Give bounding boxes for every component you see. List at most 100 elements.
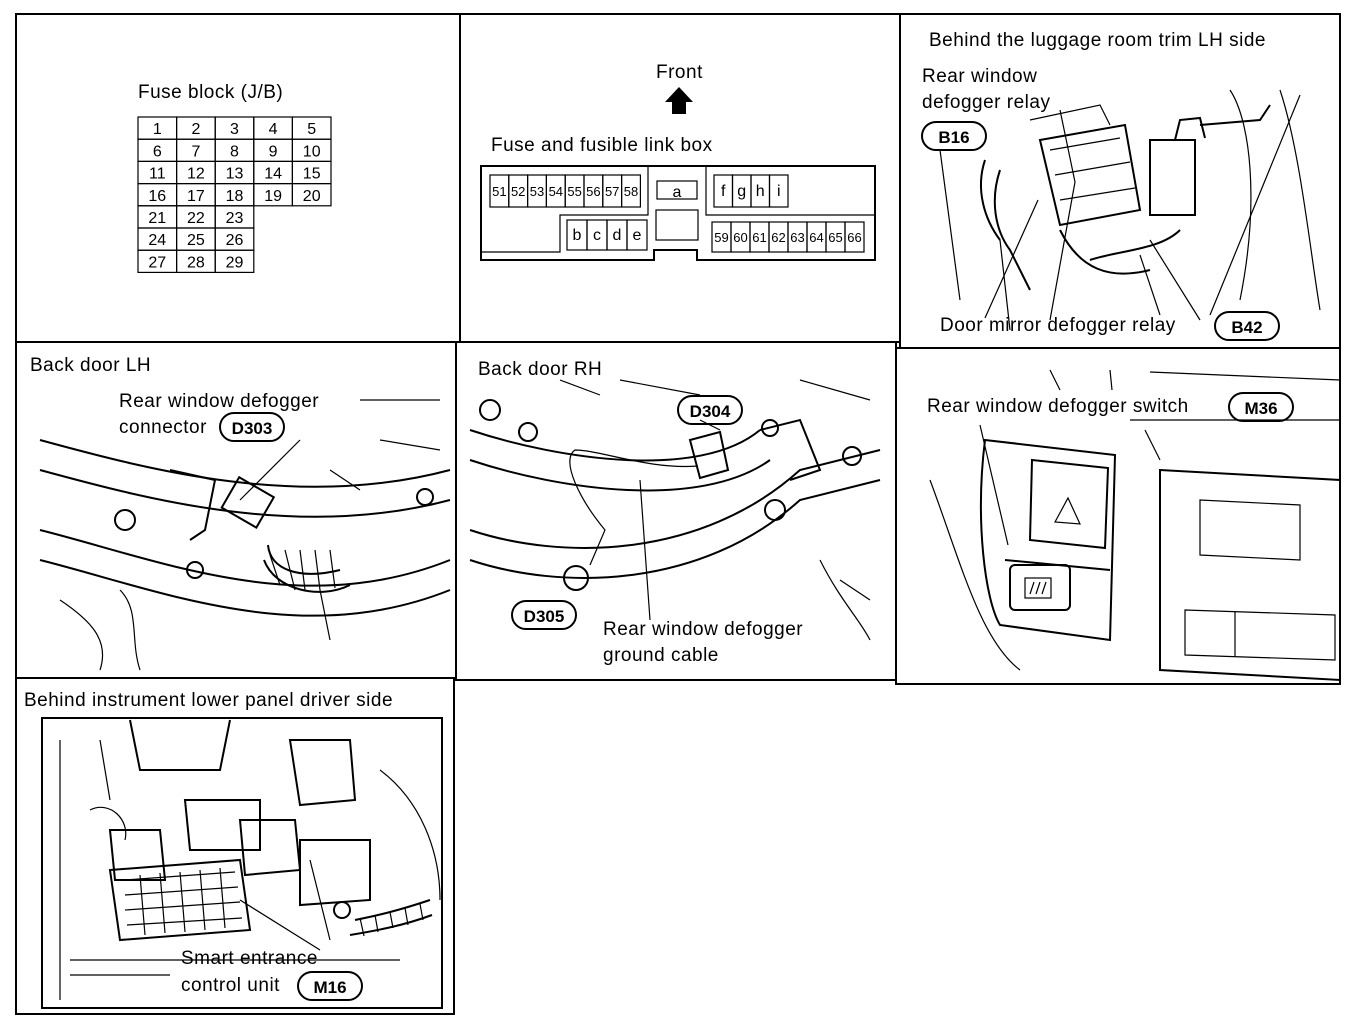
back-lh-title: Back door LH [30, 355, 151, 376]
m36-badge [1228, 392, 1294, 422]
fusible-box-outline [480, 165, 876, 261]
fusible-link-label: 66 [847, 230, 861, 245]
fusible-link-label: 64 [809, 230, 823, 245]
m16-badge [297, 971, 363, 1001]
fuse-number: 14 [264, 166, 282, 183]
d304-badge-text: D304 [690, 402, 731, 421]
fusible-link-label: 57 [605, 184, 619, 199]
fuse-number: 4 [269, 121, 278, 138]
fusible-link-label: 55 [567, 184, 581, 199]
fuse-number: 16 [148, 188, 166, 205]
fuse-number: 26 [226, 232, 244, 249]
d305-badge-text: D305 [524, 607, 565, 626]
fuse-number: 29 [226, 254, 244, 271]
fusible-link-label: c [593, 227, 601, 244]
panel-frames [15, 13, 1341, 1015]
luggage-title: Behind the luggage room trim LH side [929, 30, 1266, 51]
luggage-sketch [939, 89, 1321, 331]
fuse-cell [214, 249, 255, 273]
fuse-number: 8 [230, 143, 239, 160]
relay-label-line2: defogger relay [922, 92, 1050, 113]
fuse-number: 25 [187, 232, 205, 249]
fuse-number: 10 [303, 143, 321, 160]
fuse-number: 24 [148, 232, 166, 249]
m16-badge-text: M16 [313, 978, 346, 997]
fuse-number: 3 [230, 121, 239, 138]
fuse-number: 1 [153, 121, 162, 138]
d305-badge [511, 600, 577, 630]
fusible-link-title: Fuse and fusible link box [491, 135, 713, 156]
rh-cable-label-line2: ground cable [603, 645, 719, 666]
fusible-link-label: 62 [771, 230, 785, 245]
luggage-panel: Behind the luggage room trim LH side Rea… [921, 30, 1321, 341]
fuse-number: 9 [269, 143, 278, 160]
fusible-link-cell [626, 219, 648, 251]
fusible-link-label: f [721, 183, 726, 200]
fusible-link-label: b [573, 227, 582, 244]
d303-badge [219, 412, 285, 442]
switch-sketch [929, 369, 1341, 682]
relay-label-line1: Rear window [922, 66, 1037, 87]
d303-badge-text: D303 [232, 419, 273, 438]
fusible-link-label: h [756, 183, 765, 200]
switch-label: Rear window defogger switch [927, 396, 1189, 417]
fuse-number: 6 [153, 143, 162, 160]
fuse-number: 13 [226, 166, 244, 183]
front-arrow-icon [665, 87, 693, 114]
back-door-rh-panel: Back door RH D304 D305 Rear window defog… [469, 359, 881, 666]
instrument-title: Behind instrument lower panel driver sid… [24, 690, 393, 711]
fusible-link-label: 54 [549, 184, 563, 199]
fuse-number: 23 [226, 210, 244, 227]
fuse-number: 12 [187, 166, 205, 183]
lh-conn-label-line2: connector [119, 417, 207, 438]
fusible-link-label: 51 [492, 184, 506, 199]
fuse-number: 28 [187, 254, 205, 271]
fuse-number: 5 [307, 121, 316, 138]
b42-badge-text: B42 [1231, 318, 1262, 337]
back-rh-sketch [469, 379, 881, 641]
back-lh-sketch [39, 399, 451, 671]
fusible-link-label: 56 [586, 184, 600, 199]
back-door-lh-panel: Back door LH Rear window defogger connec… [30, 355, 451, 671]
fuse-number: 19 [264, 188, 282, 205]
m36-badge-text: M36 [1244, 399, 1277, 418]
fusible-link-label: e [633, 227, 642, 244]
b16-badge-text: B16 [938, 128, 969, 147]
fusible-link-label: g [737, 183, 746, 200]
fuse-block-title: Fuse block (J/B) [138, 82, 283, 103]
d304-badge [677, 395, 743, 425]
fusible-link-label: 61 [752, 230, 766, 245]
mirror-relay-label: Door mirror defogger relay [940, 315, 1176, 336]
fusible-link-label: i [777, 183, 781, 200]
fuse-number: 18 [226, 188, 244, 205]
b42-badge [1214, 311, 1280, 341]
fusible-link-cell [768, 174, 789, 208]
defogger-icon [1024, 577, 1052, 599]
fuse-row-bottom-right: 59 60 61 62 63 64 65 66 [711, 221, 865, 253]
fuse-number: 7 [191, 143, 200, 160]
fuse-number: 2 [191, 121, 200, 138]
fusible-link-label: 63 [790, 230, 804, 245]
front-label: Front [656, 62, 703, 83]
fusible-link-label: d [613, 227, 622, 244]
switch-panel: Rear window defogger switch M36 [927, 369, 1341, 682]
fusible-link-label: 58 [624, 184, 638, 199]
fuse-number: 20 [303, 188, 321, 205]
fusible-link-label: 59 [714, 230, 728, 245]
fusible-link-label: 60 [733, 230, 747, 245]
fusible-link-label: 65 [828, 230, 842, 245]
fuse-number: 15 [303, 166, 321, 183]
fusible-link-label: 52 [511, 184, 525, 199]
fuse-number: 21 [148, 210, 166, 227]
lh-conn-label-line1: Rear window defogger [119, 391, 319, 412]
fuse-number: 11 [149, 166, 166, 183]
fuse-cell [291, 183, 332, 207]
fuse-number: 22 [187, 210, 205, 227]
b16-badge [921, 121, 987, 151]
